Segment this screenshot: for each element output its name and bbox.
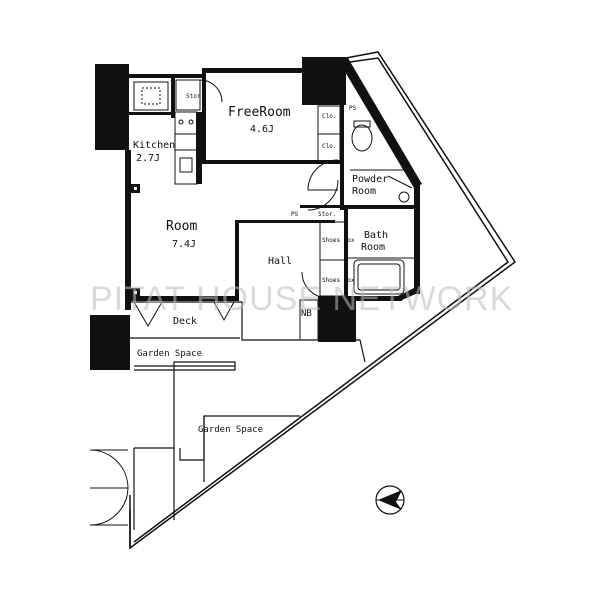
interior-doors [199,79,413,299]
north-arrow-icon [375,485,405,515]
nb-tag: NB [301,309,312,319]
powder-room-label-2: Room [352,186,376,197]
bath-fixtures [348,120,414,295]
powder-room-label-1: Powder [352,174,388,185]
ps-tag-kitchen: PS [106,122,114,129]
deck-label: Deck [173,316,197,327]
kitchen-size: 2.7J [136,153,160,164]
shoes-box-tag-1: Shoes Box [322,237,355,244]
hall-label: Hall [268,256,292,267]
clo-tag-1: Clo. [322,113,336,120]
garden-space-label-2: Garden Space [198,425,263,435]
garden-space-label-1: Garden Space [137,349,202,359]
bath-room-label-1: Bath [364,230,388,241]
watermark: PITAT HOUSE NETWORK [90,280,513,318]
room-label: Room [166,219,197,234]
garden-outlines [130,301,366,530]
kitchen-fixtures [133,81,198,185]
clo-tag-2: Clo. [322,143,336,150]
shoes-box-tag-2: Shoes Box [322,277,355,284]
free-room-size: 4.6J [250,124,274,135]
closets [175,79,347,341]
site-boundary [129,51,517,550]
building-walls [90,57,422,370]
wall-markers [131,184,140,297]
stor-tag-hall: Stor. [318,211,336,218]
deck-doors [133,301,235,327]
kitchen-label: Kitchen [133,140,175,151]
bath-room-label-2: Room [361,242,385,253]
stor-tag-top: Stor. [186,93,204,100]
room-size: 7.4J [172,239,196,250]
ps-tag-top: PS [349,105,357,112]
free-room-label: FreeRoom [228,105,291,120]
ps-tag-hall: PS [291,211,299,218]
garden-entry-doors [89,449,129,526]
